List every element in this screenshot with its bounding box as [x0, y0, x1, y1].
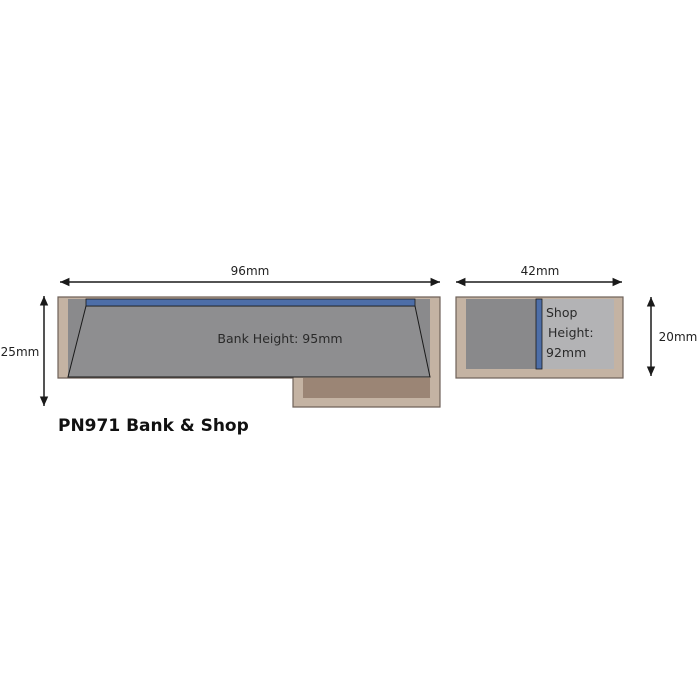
bank-width-label: 96mm — [231, 264, 270, 278]
bank-height-label: Bank Height: 95mm — [217, 331, 342, 346]
shop-width-label: 42mm — [521, 264, 560, 278]
bank-depth-label: 25mm — [1, 345, 40, 359]
shop-depth-dimension: 20mm — [646, 297, 698, 376]
shop-depth-label: 20mm — [659, 330, 698, 344]
bank-roof-ridge — [85, 298, 416, 307]
shop-roof-light — [542, 299, 614, 369]
shop-height-label-line-3: 92mm — [546, 345, 586, 360]
bank-rear-extension-floor — [303, 378, 430, 398]
shop-roof-ridge — [535, 298, 543, 370]
shop-footprint: Shop Height: 92mm — [455, 296, 624, 379]
shop-height-label-line-2: Height: — [548, 325, 594, 340]
bank-depth-dimension: 25mm — [1, 296, 49, 406]
product-title: PN971 Bank & Shop — [58, 416, 249, 436]
bank-width-dimension: 96mm — [60, 264, 440, 287]
shop-width-dimension: 42mm — [456, 264, 622, 287]
bank-footprint: Bank Height: 95mm — [57, 296, 441, 408]
shop-roof-dark — [466, 299, 536, 369]
shop-height-label-line-1: Shop — [546, 305, 578, 320]
